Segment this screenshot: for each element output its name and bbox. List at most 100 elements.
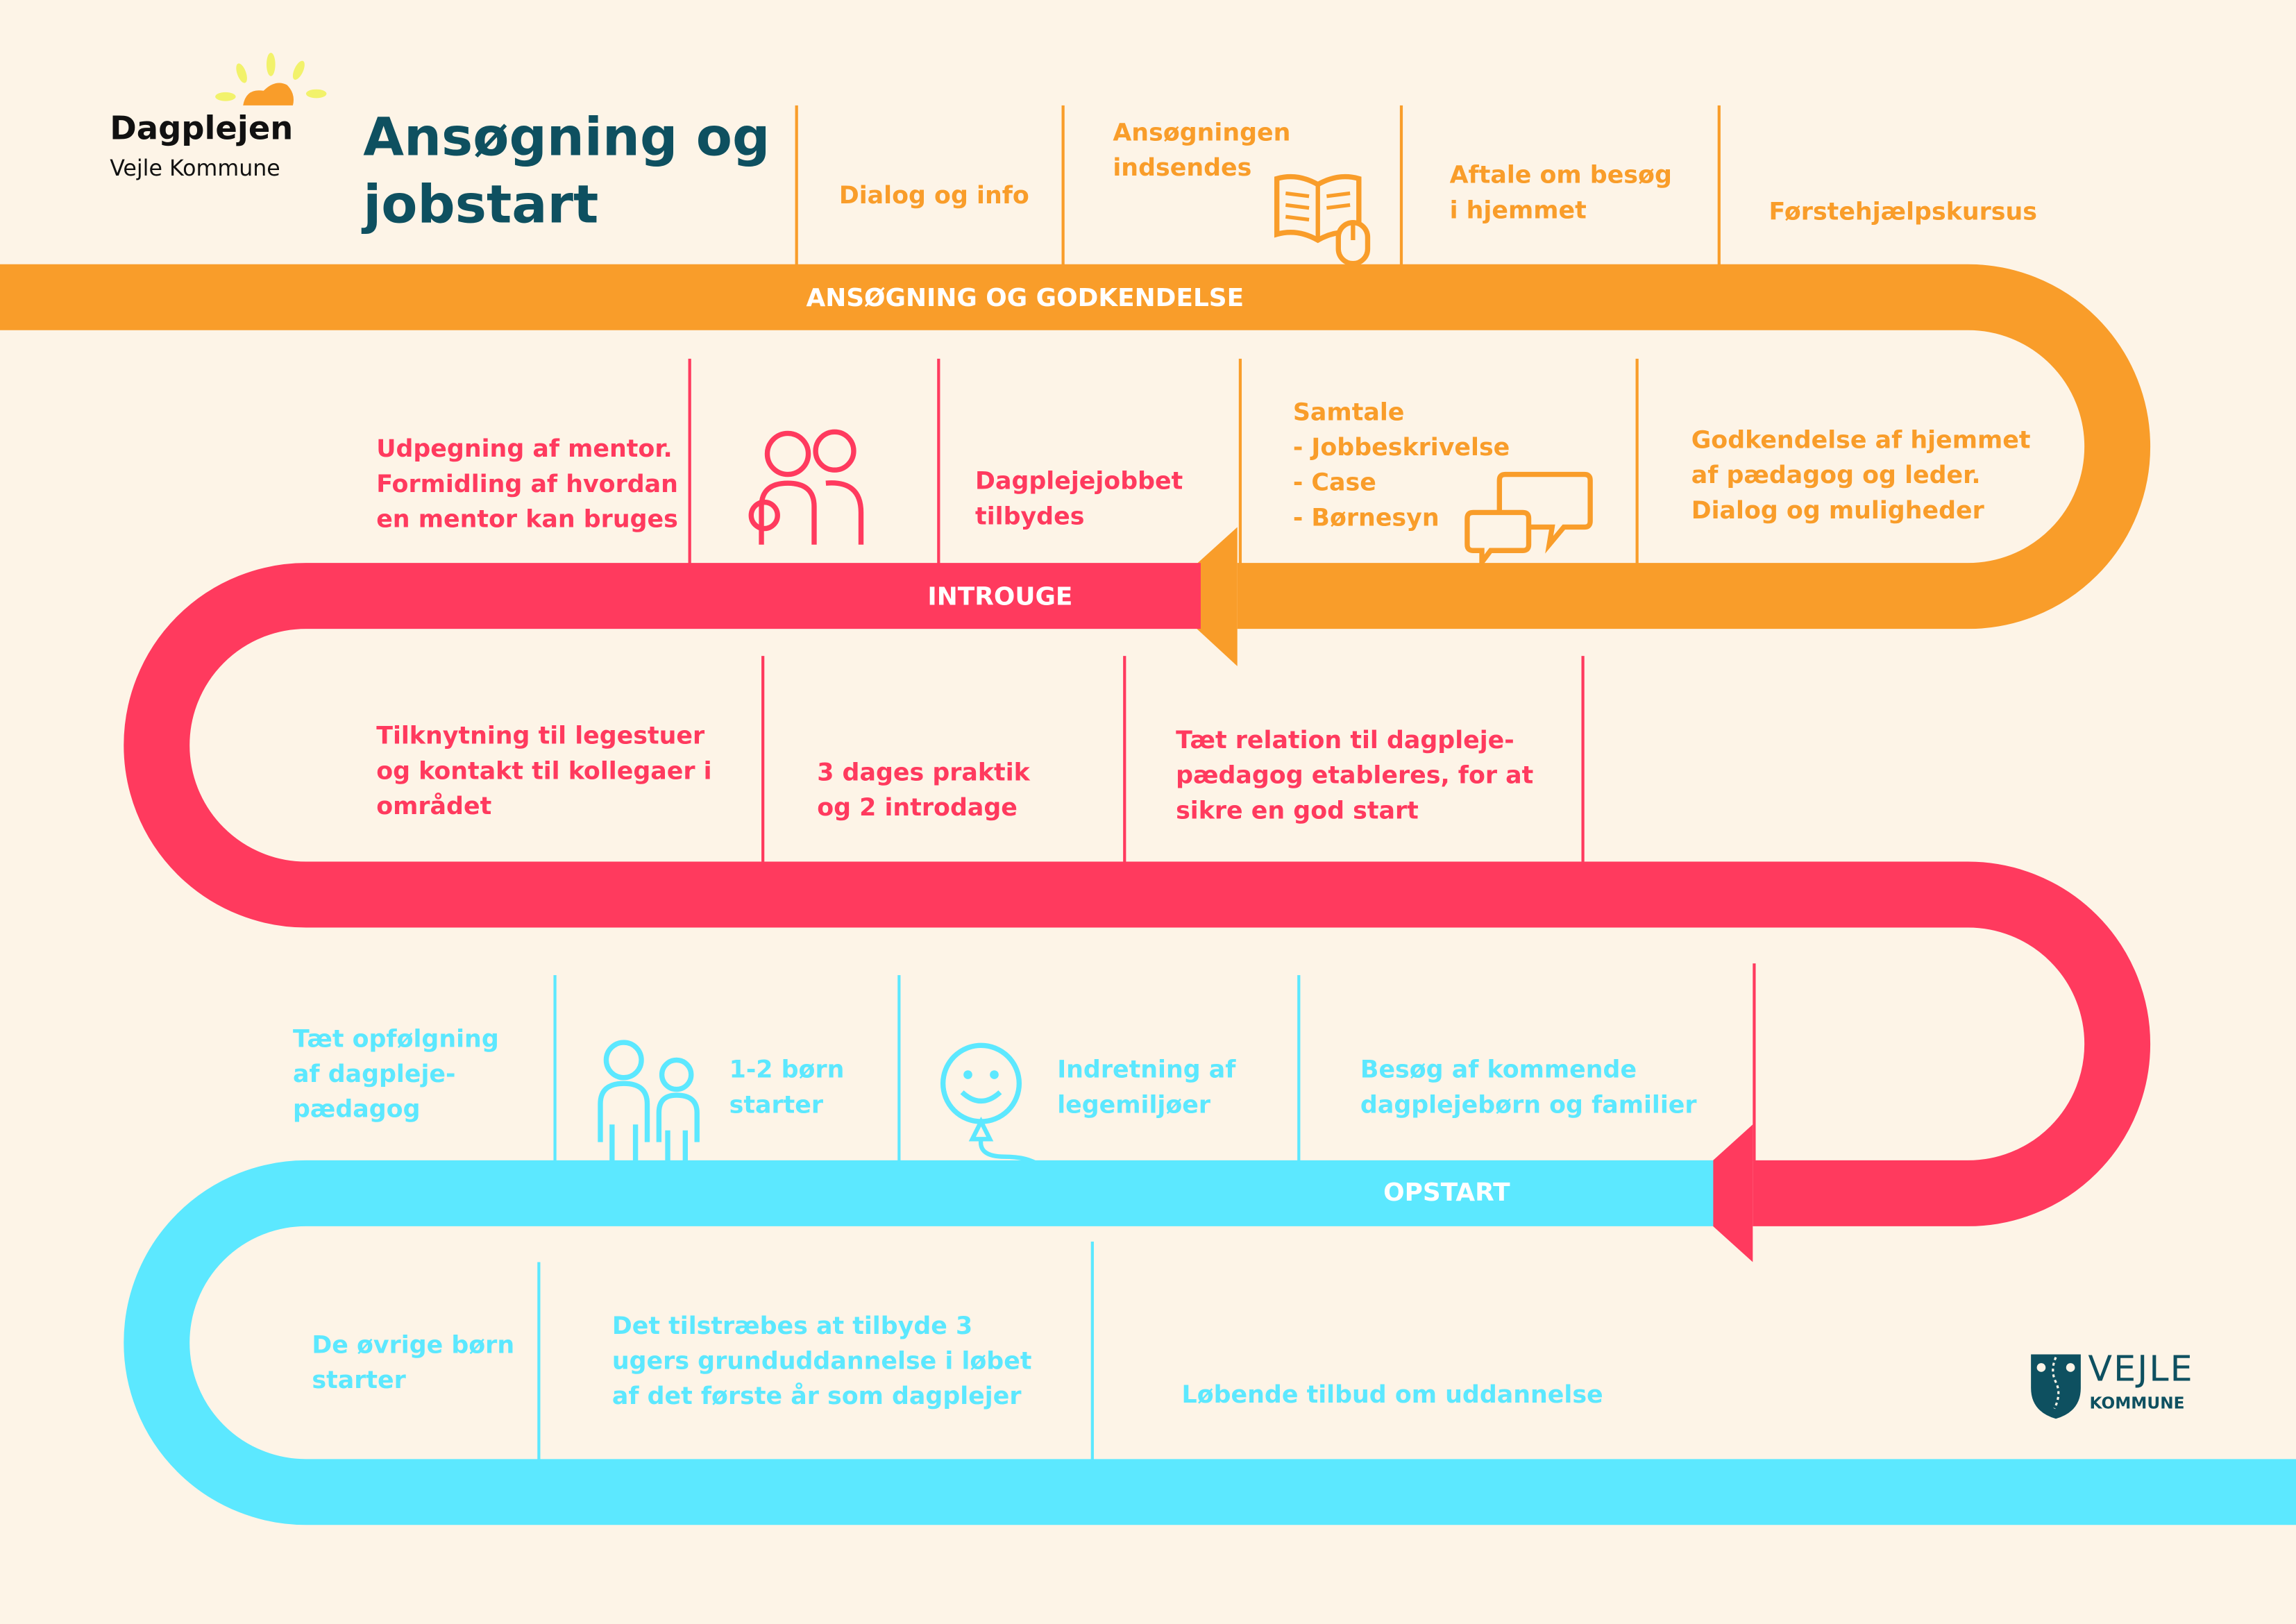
step-text-line: Tæt opfølgning bbox=[292, 1024, 499, 1053]
divider bbox=[897, 975, 901, 1161]
title-line: Ansøgning og bbox=[363, 108, 770, 169]
step-text-line: pædagog bbox=[292, 1095, 421, 1124]
divider bbox=[1061, 105, 1065, 265]
divider bbox=[937, 358, 940, 564]
step-text-line: Dagplejejobbet bbox=[975, 466, 1183, 496]
step-text-line: starter bbox=[312, 1366, 406, 1394]
step-mentor: Udpegning af mentor. Formidling af hvorda… bbox=[376, 432, 678, 537]
step-text-line: og 2 introdage bbox=[817, 793, 1018, 822]
chat-bubbles-icon bbox=[1464, 471, 1593, 566]
divider bbox=[795, 105, 798, 265]
step-text-line: Førstehjælpskursus bbox=[1769, 197, 2038, 226]
pink-arrowhead bbox=[1676, 1124, 1753, 1262]
step-family-visit: Besøg af kommende dagplejebørn og familie… bbox=[1360, 1053, 1697, 1123]
divider bbox=[1753, 963, 1756, 1161]
step-application-sent: Ansøgningen indsendes bbox=[1113, 116, 1290, 186]
divider bbox=[537, 1262, 541, 1460]
step-text-line: af det første år som dagplejer bbox=[611, 1382, 1022, 1410]
step-followup: Tæt opfølgning af dagpleje-pædagog bbox=[293, 1022, 499, 1128]
step-first-aid: Førstehjælpskursus bbox=[1769, 195, 2038, 230]
vejle-kommune-logo: VEJLE KOMMUNE bbox=[2029, 1350, 2193, 1420]
step-text-line: af dagpleje- bbox=[292, 1060, 456, 1088]
vejle-logo-name: VEJLE bbox=[2088, 1348, 2194, 1390]
step-job-offered: Dagplejejobbet tilbydes bbox=[975, 464, 1183, 534]
step-text-line: - Jobbeskrivelse bbox=[1292, 433, 1510, 462]
logo-name: Dagplejen bbox=[110, 111, 294, 149]
divider bbox=[553, 975, 557, 1161]
coat-of-arms-icon bbox=[2031, 1354, 2081, 1419]
step-text-line: pædagog etableres, for at bbox=[1176, 761, 1534, 790]
step-text-line: Dialog og info bbox=[838, 181, 1029, 210]
band-label-intro-week: INTROUGE bbox=[927, 582, 1073, 612]
step-internship: 3 dages praktik og 2 introdage bbox=[817, 756, 1030, 826]
divider bbox=[1238, 358, 1242, 564]
step-first-children: 1-2 børn starter bbox=[729, 1053, 845, 1123]
step-text-line: Udpegning af mentor. bbox=[376, 434, 673, 463]
step-home-approval: Godkendelse af hjemmet af pædagog og lede… bbox=[1691, 423, 2031, 529]
divider bbox=[761, 656, 765, 863]
step-text-line: og kontakt til kollegaer i bbox=[376, 756, 712, 785]
divider bbox=[1123, 656, 1126, 863]
step-text-line: Det tilstræbes at tilbyde 3 bbox=[611, 1312, 973, 1340]
divider bbox=[1581, 656, 1585, 863]
step-text-line: sikre en god start bbox=[1176, 796, 1419, 824]
step-text-line: 1-2 børn bbox=[729, 1056, 845, 1084]
step-text-line: De øvrige børn bbox=[312, 1330, 515, 1359]
band-label-application: ANSØGNING OG GODKENDELSE bbox=[806, 284, 1244, 314]
step-text-line: området bbox=[376, 792, 492, 820]
step-ongoing-training: Løbende tilbud om uddannelse bbox=[1182, 1378, 1603, 1413]
dagplejen-logo: Dagplejen Vejle Kommune bbox=[110, 50, 329, 226]
step-text-line: 3 dages praktik bbox=[817, 758, 1030, 786]
divider bbox=[1090, 1242, 1094, 1460]
book-mouse-icon bbox=[1274, 174, 1371, 267]
step-text-line: tilbydes bbox=[975, 502, 1085, 530]
step-text-line: i hjemmet bbox=[1449, 196, 1587, 224]
step-text-line: - Case bbox=[1292, 468, 1376, 497]
step-text-line: Aftale om besøg bbox=[1449, 161, 1672, 189]
step-text-line: Godkendelse af hjemmet bbox=[1691, 425, 2031, 455]
step-home-visit: Aftale om besøg i hjemmet bbox=[1450, 158, 1672, 228]
step-text-line: Formidling af hvordan bbox=[376, 470, 678, 498]
smiley-balloon-icon bbox=[940, 1042, 1041, 1166]
pink-band bbox=[124, 563, 2151, 1226]
step-text-line: legemiljøer bbox=[1057, 1090, 1211, 1119]
children-icon bbox=[598, 1040, 700, 1166]
page-title: Ansøgning og jobstart bbox=[363, 105, 770, 240]
divider bbox=[1635, 358, 1639, 564]
step-text-line: Samtale bbox=[1292, 398, 1405, 426]
step-text-line: ugers grunduddannelse i løbet bbox=[611, 1346, 1032, 1376]
sun-icon bbox=[215, 52, 327, 105]
step-other-children: De øvrige børn starter bbox=[312, 1328, 514, 1398]
divider bbox=[1717, 105, 1721, 265]
step-basic-training: Det tilstræbes at tilbyde 3 ugers grundud… bbox=[612, 1309, 1032, 1414]
step-text-line: dagplejebørn og familier bbox=[1360, 1090, 1697, 1119]
step-text-line: - Børnesyn bbox=[1292, 503, 1440, 532]
vejle-logo-subtitle: KOMMUNE bbox=[2089, 1394, 2185, 1413]
step-play-environment: Indretning af legemiljøer bbox=[1057, 1053, 1235, 1123]
cyan-band bbox=[124, 1160, 2296, 1525]
divider bbox=[1297, 975, 1301, 1161]
step-playgroups: Tilknytning til legestuer og kontakt til … bbox=[376, 719, 711, 824]
step-text-line: starter bbox=[729, 1090, 824, 1119]
step-text-line: Besøg af kommende bbox=[1360, 1056, 1637, 1084]
step-dialog-info: Dialog og info bbox=[839, 178, 1029, 214]
step-text-line: Ansøgningen bbox=[1113, 118, 1291, 146]
step-text-line: indsendes bbox=[1113, 153, 1252, 182]
step-text-line: en mentor kan bruges bbox=[376, 505, 678, 533]
band-label-startup: OPSTART bbox=[1383, 1178, 1510, 1208]
step-text-line: Tilknytning til legestuer bbox=[376, 722, 705, 750]
step-text-line: Indretning af bbox=[1057, 1056, 1236, 1084]
step-text-line: af pædagog og leder. bbox=[1691, 461, 1981, 489]
divider bbox=[688, 358, 691, 564]
step-close-relation: Tæt relation til dagpleje-pædagog etable… bbox=[1176, 723, 1533, 829]
people-icon bbox=[748, 429, 864, 545]
logo-subtitle: Vejle Kommune bbox=[110, 155, 280, 182]
step-text-line: Dialog og muligheder bbox=[1691, 496, 1984, 525]
step-interview: Samtale - Jobbeskrivelse - Case - Børnesyn bbox=[1293, 396, 1510, 536]
orange-band bbox=[0, 264, 2151, 629]
title-line: jobstart bbox=[363, 176, 599, 236]
step-text-line: Løbende tilbud om uddannelse bbox=[1181, 1380, 1603, 1409]
divider bbox=[1399, 105, 1403, 265]
